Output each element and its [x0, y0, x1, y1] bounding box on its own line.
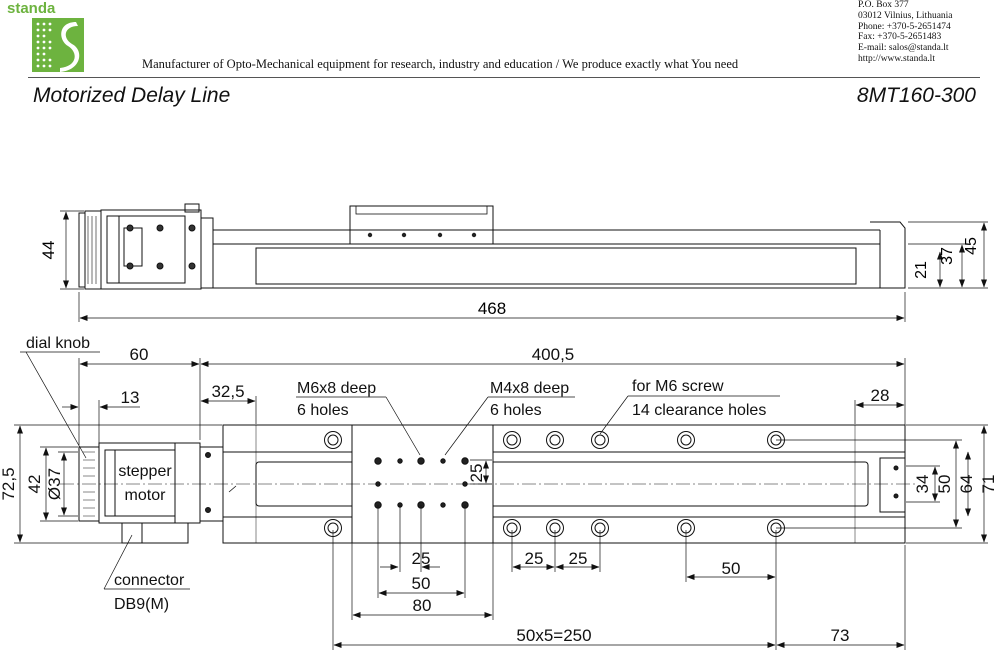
dim-64: 64: [957, 475, 976, 494]
dim-25-vertical: 25: [467, 464, 486, 483]
label-db9: DB9(M): [114, 596, 169, 613]
label-motor: motor: [125, 487, 167, 504]
dim-side-21: 21: [913, 261, 930, 279]
label-m6-count: 6 holes: [297, 402, 349, 419]
dim-side-length: 468: [478, 299, 506, 318]
m6-threaded-hole: [417, 457, 425, 465]
dim-50-vertical: 50: [935, 475, 954, 494]
model-number: 8MT160-300: [856, 84, 976, 107]
clearance-hole-inner: [506, 434, 518, 446]
m4-threaded-hole: [440, 502, 446, 508]
dim-side-45: 45: [963, 237, 980, 255]
dim-73: 73: [831, 626, 850, 645]
dim-400-5: 400,5: [532, 345, 575, 364]
m6-threaded-hole: [461, 457, 469, 465]
label-m4-thread: M4x8 deep: [490, 380, 569, 397]
dim-60: 60: [130, 345, 149, 364]
side-dimension-lines: [60, 210, 988, 322]
clearance-hole-inner: [327, 434, 339, 446]
label-stepper: stepper: [118, 463, 172, 480]
dim-250: 50x5=250: [516, 626, 591, 645]
contact-pobox: P.O. Box 377: [858, 0, 909, 10]
company-tagline: Manufacturer of Opto-Mechanical equipmen…: [142, 57, 739, 71]
top-dimension-lines: [14, 351, 988, 650]
standa-logo: standa: [6, 0, 86, 74]
label-m6-screw: for M6 screw: [632, 378, 724, 395]
dim-50-rail: 50: [722, 559, 741, 578]
dim-71: 71: [979, 475, 998, 494]
contact-block: P.O. Box 377 03012 Vilnius, Lithuania Ph…: [858, 0, 953, 65]
page-title: Motorized Delay Line: [33, 84, 231, 107]
stepper-motor: [98, 442, 201, 524]
dim-side-height: 44: [39, 241, 58, 260]
dim-80: 80: [413, 596, 432, 615]
label-connector: connector: [114, 572, 185, 589]
contact-fax: Fax: +370-5-2651483: [858, 32, 942, 43]
dim-28: 28: [871, 386, 890, 405]
label-clearance-holes: 14 clearance holes: [632, 402, 766, 419]
contact-web: http://www.standa.lt: [858, 53, 935, 64]
clearance-hole-inner: [680, 434, 692, 446]
dim-50-carriage: 50: [412, 574, 431, 593]
m6-threaded-hole: [374, 457, 382, 465]
label-m4-count: 6 holes: [490, 402, 542, 419]
contact-address: 03012 Vilnius, Lithuania: [858, 10, 953, 21]
dim-42: 42: [25, 475, 44, 494]
dim-34: 34: [913, 475, 932, 494]
dim-25-carriage: 25: [412, 549, 431, 568]
clearance-hole-inner: [549, 434, 561, 446]
label-m6-thread: M6x8 deep: [297, 380, 376, 397]
dim-25-rail-b: 25: [569, 549, 588, 568]
m4-threaded-hole: [440, 458, 446, 464]
clearance-hole-inner: [594, 434, 606, 446]
dim-diameter-37: Ø37: [45, 468, 64, 500]
dim-side-37: 37: [939, 247, 956, 265]
dim-13: 13: [121, 388, 140, 407]
contact-phone: Phone: +370-5-2651474: [858, 21, 951, 32]
connector-db9: [121, 522, 143, 544]
dim-72-5: 72,5: [0, 467, 18, 500]
header-divider: [28, 77, 980, 78]
label-dial-knob: dial knob: [26, 335, 90, 352]
dim-32-5: 32,5: [211, 382, 244, 401]
side-view: [78, 203, 906, 290]
dim-25-rail-a: 25: [525, 549, 544, 568]
m4-threaded-hole: [397, 458, 403, 464]
contact-email: E-mail: salos@standa.lt: [858, 43, 949, 54]
logo-text: standa: [7, 0, 56, 17]
